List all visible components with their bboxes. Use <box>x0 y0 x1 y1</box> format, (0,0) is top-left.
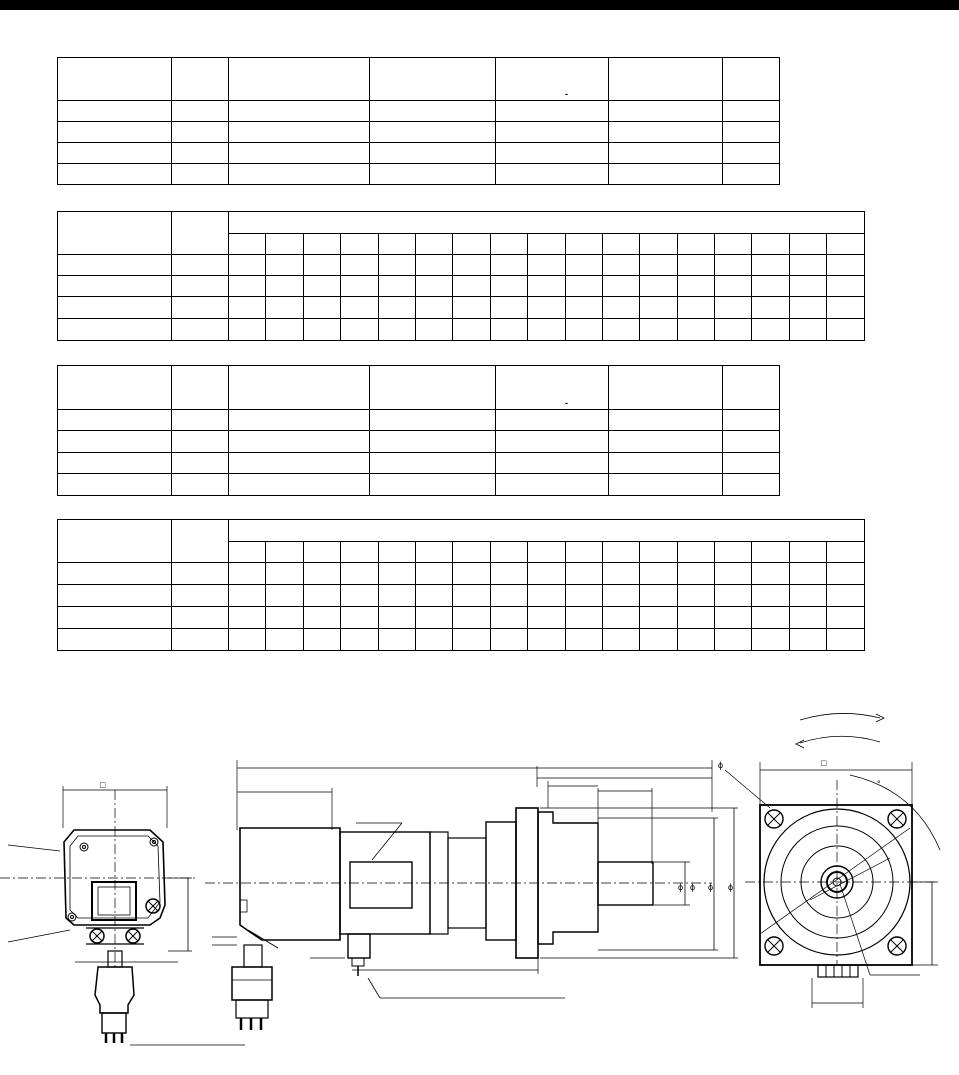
phi-symbol: ϕ <box>718 760 723 770</box>
side-view <box>205 760 738 1030</box>
end-view-left <box>0 786 245 1046</box>
table-row <box>57 163 780 185</box>
table-row <box>57 142 780 164</box>
degree-symbol: ° <box>877 779 881 789</box>
table-row <box>57 100 780 122</box>
table-row <box>57 562 865 585</box>
spec-table-1: - <box>57 57 780 185</box>
table-row <box>57 584 865 607</box>
spec-table-3: - <box>57 365 780 496</box>
phi-symbol: ϕ <box>728 882 733 892</box>
table-row <box>57 409 780 431</box>
dash-mark: - <box>565 89 568 99</box>
table-row <box>57 473 780 496</box>
table-row <box>57 121 780 143</box>
table-row <box>57 318 865 341</box>
header-bar <box>0 0 959 10</box>
phi-symbol: ϕ <box>708 882 713 892</box>
table-row <box>57 296 865 319</box>
table-header-row: - <box>57 57 780 101</box>
dash-mark: - <box>565 398 568 408</box>
table-row <box>57 606 865 629</box>
table-row <box>57 275 865 297</box>
square-symbol: □ <box>821 758 827 768</box>
table-row <box>57 254 865 276</box>
spec-table-2 <box>57 211 865 341</box>
table-row <box>57 430 780 453</box>
phi-symbol: ϕ <box>678 882 683 892</box>
square-symbol: □ <box>100 780 106 790</box>
motor-dimension-drawing: □ □ ϕ ϕ ϕ ϕ ϕ ° <box>0 713 941 1046</box>
table-row <box>57 628 865 651</box>
phi-symbol: ϕ <box>690 882 695 892</box>
table-header-row: - <box>57 365 780 410</box>
spec-table-4 <box>57 519 865 651</box>
table-row <box>57 452 780 474</box>
flange-front-view <box>724 713 941 1008</box>
